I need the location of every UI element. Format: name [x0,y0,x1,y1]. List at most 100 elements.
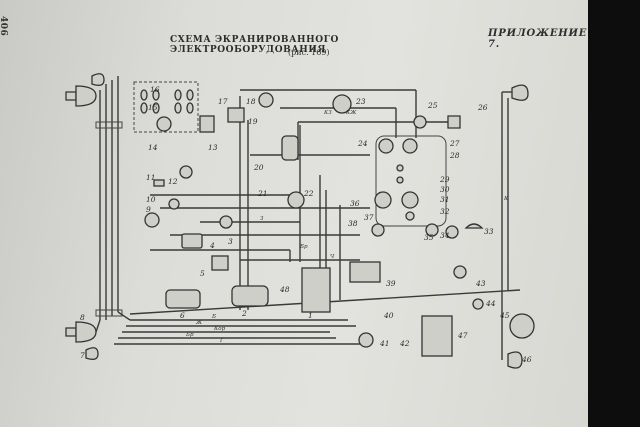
connector-39 [349,261,381,283]
label-20: 20 [253,163,264,172]
label-1: 1 [308,311,313,320]
label-32: 32 [440,207,450,216]
label-42: 42 [399,339,410,348]
label-31: 31 [440,195,450,204]
lamp-18 [258,92,274,108]
label-30: 30 [440,185,450,194]
label-36: 36 [350,199,360,208]
wire-label-kor: Кор [213,326,226,332]
appendix-heading: ПРИЛОЖЕНИЕ 7. [488,28,588,50]
wire-label-zh: Ж [195,320,203,326]
indicator-32 [405,211,415,221]
distributor-4 [181,233,203,249]
component-labels: 1 2 3 4 5 6 7 8 9 10 11 12 13 14 15 16 1… [80,85,532,364]
wire-label-b: Б [211,314,216,320]
wire-label-ch: Ч [330,254,335,260]
gauge-36 [374,191,392,209]
label-24: 24 [357,139,368,148]
wire-label-br: Бр [185,332,194,338]
horn-9 [144,212,160,228]
gauge-24 [378,138,394,154]
lamp-top-right [511,84,529,101]
label-21: 21 [257,189,268,198]
label-8: 8 [80,313,85,322]
label-34: 34 [440,231,450,240]
regulator-19 [227,107,245,123]
label-27: 27 [449,139,460,148]
socket-45 [509,313,535,339]
label-11: 11 [146,173,156,182]
label-16: 16 [150,85,160,94]
switch-20 [281,135,299,161]
wire-label-kz: КЗ [323,110,332,116]
motor-22 [287,191,305,209]
fuses [140,89,194,114]
wiring-diagram: 1 2 3 4 5 6 7 8 9 10 11 12 13 14 15 16 1… [65,73,535,369]
horn-33 [464,223,484,229]
wire-label-g: Г [219,338,224,344]
label-13: 13 [208,143,218,152]
label-43: 43 [475,279,486,288]
label-23: 23 [355,97,366,106]
switch-44 [472,298,484,310]
generator-6 [165,289,201,309]
label-29: 29 [439,175,450,184]
label-3: 3 [228,237,233,246]
lamp-41 [358,332,374,348]
label-10: 10 [146,195,156,204]
label-7: 7 [80,351,85,360]
fuse-box-outline [133,81,199,133]
label-37: 37 [364,213,374,222]
switch-12 [179,165,193,179]
switch-10 [168,198,180,210]
left-harness [95,76,131,333]
coil-5 [211,255,229,271]
label-19: 19 [248,117,258,126]
label-46: 46 [521,355,532,364]
headlamp-top-left [65,73,105,107]
right-harness [501,91,512,360]
label-33: 33 [484,227,494,236]
wire-color-labels: Б Ж Кор Бр Г З К Ч Бр КЗ КЖ [185,110,509,344]
lamp-37 [371,223,385,237]
label-5: 5 [200,269,205,278]
label-41: 41 [379,339,390,348]
switch-11 [153,179,165,187]
label-28: 28 [449,151,460,160]
label-22: 22 [303,189,314,198]
label-26: 26 [477,103,488,112]
lamp-26 [447,115,461,129]
instrument-panel [375,135,447,227]
battery-1 [301,267,331,313]
block-42 [421,315,453,357]
indicator-29 [396,176,404,184]
switch-25 [413,115,427,129]
meter-23 [332,94,352,114]
label-4: 4 [209,241,215,250]
label-12: 12 [168,177,178,186]
label-2: 2 [241,309,247,318]
lamp-43 [453,265,467,279]
label-47: 47 [457,331,468,340]
wire-label-br2: Бр [299,244,308,250]
label-35: 35 [424,233,434,242]
label-39: 39 [386,279,396,288]
switch-35 [425,223,439,237]
document-page: 406 СХЕМА ЭКРАНИРОВАННОГО ЭЛЕКТРООБОРУДО… [0,0,588,427]
label-48: 48 [279,285,290,294]
label-6: 6 [180,311,185,320]
switch-14 [156,116,172,132]
switch-34 [445,225,459,239]
figure-reference: (рис. 169) [288,48,330,57]
gauge-31 [401,191,419,209]
lamp-bottom-right [507,351,523,369]
page-edge-shadow [588,0,640,427]
label-40: 40 [383,311,394,320]
wire-label-k: К [503,196,509,202]
label-17: 17 [218,97,228,106]
wire-label-kzh: КЖ [345,110,357,116]
starter-2 [231,285,269,307]
label-9: 9 [146,205,151,214]
relay-13 [199,115,215,133]
label-18: 18 [246,97,256,106]
